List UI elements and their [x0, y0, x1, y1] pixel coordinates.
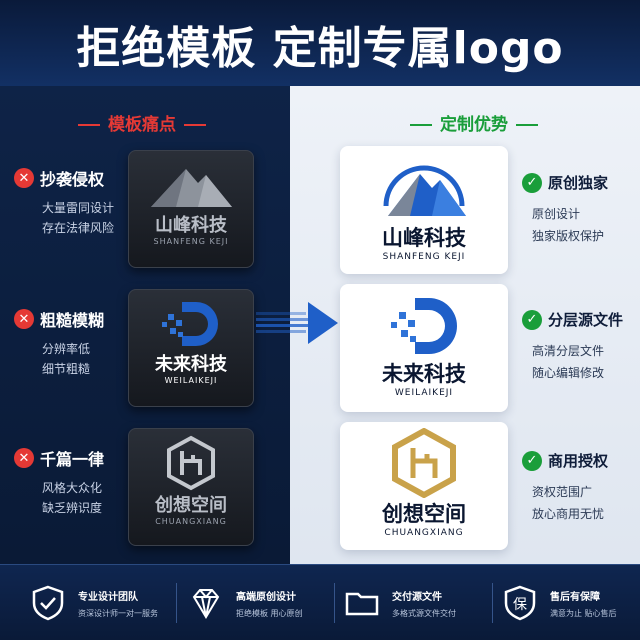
feature-item: 高端原创设计拒绝模板 用心原创 [186, 583, 303, 623]
advantage-item: ✓分层源文件 高清分层文件随心编辑修改 [522, 309, 623, 384]
page-title: 拒绝模板 定制专属logo [76, 23, 564, 74]
title-line [410, 124, 432, 126]
custom-logo-card: 未来科技 WEILAIKEJI [340, 284, 508, 412]
mountain-icon [383, 165, 466, 216]
template-logo-card: 未来科技 WEILAIKEJI [128, 289, 254, 407]
pain-item: ✕抄袭侵权 大量雷同设计存在法律风险 [14, 166, 114, 238]
title-line [78, 124, 100, 126]
check-icon: ✓ [522, 172, 542, 193]
letter-d-icon [162, 302, 218, 346]
custom-logo-card: 创想空间 CHUANGXIANG [340, 422, 508, 550]
divider [176, 583, 177, 623]
feature-item: 交付源文件多格式源文件交付 [342, 583, 456, 623]
divider [492, 583, 493, 623]
advantage-item: ✓原创独家 原创设计独家版权保护 [522, 172, 608, 247]
feature-item: 专业设计团队资深设计师一对一服务 [28, 583, 158, 623]
arrow-right-icon [256, 302, 338, 344]
pain-item: ✕粗糙模糊 分辨率低细节粗糙 [14, 307, 104, 379]
check-icon: ✓ [522, 309, 542, 330]
svg-text:保: 保 [513, 597, 527, 613]
title-line [516, 124, 538, 126]
check-icon: ✓ [522, 450, 542, 471]
cross-icon: ✕ [14, 448, 34, 468]
pain-item: ✕千篇一律 风格大众化缺乏辨识度 [14, 446, 104, 518]
guarantee-shield-icon: 保 [504, 585, 536, 621]
folder-icon [345, 592, 379, 616]
header: 拒绝模板 定制专属logo [0, 0, 640, 86]
footer: 专业设计团队资深设计师一对一服务 高端原创设计拒绝模板 用心原创 交付源文件多格… [0, 564, 640, 640]
template-logo-card: 创想空间 CHUANGXIANG [128, 428, 254, 546]
advantage-item: ✓商用授权 资权范围广放心商用无忧 [522, 450, 608, 525]
cross-icon: ✕ [14, 168, 34, 188]
mountain-icon [151, 169, 232, 207]
hexagon-icon [392, 428, 456, 498]
title-line [184, 124, 206, 126]
diamond-icon [192, 589, 220, 619]
custom-logo-card: 山峰科技 SHANFENG KEJI [340, 146, 508, 274]
feature-item: 保 售后有保障满意为止 贴心售后 [500, 583, 617, 623]
advantage-section-title: 定制优势 [402, 110, 546, 135]
template-logo-card: 山峰科技 SHANFENG KEJI [128, 150, 254, 268]
shield-check-icon [32, 585, 64, 621]
hexagon-icon [167, 435, 215, 491]
cross-icon: ✕ [14, 309, 34, 329]
letter-d-icon [391, 298, 457, 354]
pain-section-title: 模板痛点 [70, 110, 214, 135]
divider [334, 583, 335, 623]
